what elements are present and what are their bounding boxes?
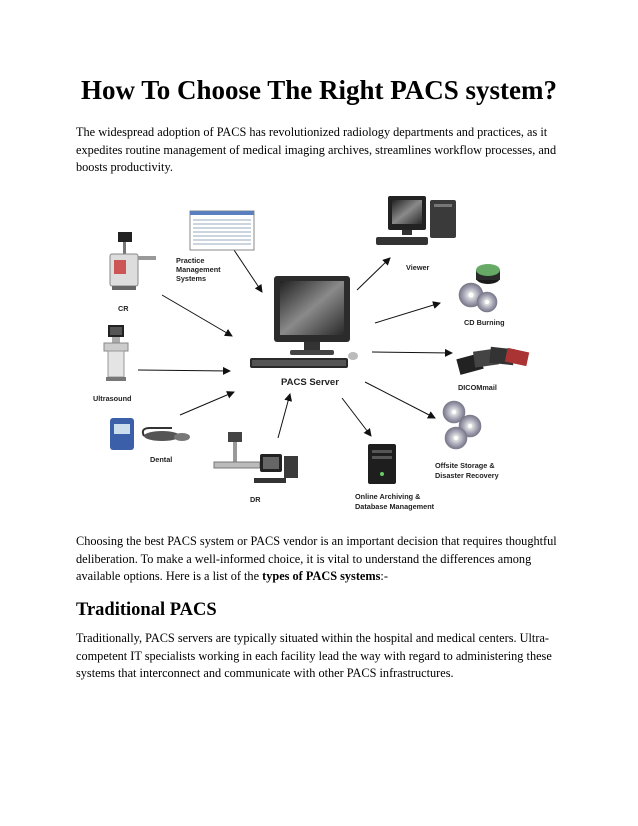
arrow-archiving [341,397,372,437]
dental-equipment-icon [110,418,190,450]
choosing-suffix: :- [380,569,388,583]
arrow-dicommail [371,348,453,357]
arrow-practice [233,249,263,293]
viewer-label: Viewer [406,263,430,272]
dr-system-icon [213,432,298,483]
server-label: PACS Server [281,377,339,388]
online-archiving-icon [368,444,396,484]
cr-machine-icon [109,232,156,290]
offsite-label-1: Offsite Storage & [435,461,495,470]
practice-management-icon [189,210,255,251]
dr-label: DR [250,495,261,504]
choosing-paragraph: Choosing the best PACS system or PACS ve… [76,533,566,586]
arrow-cr [161,294,233,337]
arrow-cd [374,301,441,324]
practice-label-1: Practice [176,256,204,265]
viewer-workstation-icon [376,196,456,245]
choosing-text: Choosing the best PACS system or PACS ve… [76,534,557,583]
arrow-dental [179,391,235,416]
pacs-diagram: PACS Server Practice Management Systems … [90,190,550,520]
offsite-label-2: Disaster Recovery [435,471,500,480]
diagram-arrows [137,249,453,439]
offsite-storage-icon [442,400,482,450]
cd-burning-label: CD Burning [464,318,505,327]
intro-paragraph: The widespread adoption of PACS has revo… [76,125,557,174]
arrow-offsite [364,381,436,419]
archiving-label-1: Online Archiving & [355,492,421,501]
traditional-paragraph: Traditionally, PACS servers are typicall… [76,631,552,680]
arrow-ultrasound [137,366,231,375]
practice-label-3: Systems [176,274,206,283]
archiving-label-2: Database Management [355,502,435,511]
types-of-pacs-emphasis: types of PACS systems [262,569,381,583]
dicommail-icon [456,346,530,375]
arrow-viewer [356,257,391,291]
cd-burning-icon [458,264,500,313]
ultrasound-machine-icon [103,325,129,381]
pacs-diagram-svg: PACS Server Practice Management Systems … [93,196,530,511]
section-heading-traditional: Traditional PACS [76,600,217,620]
practice-label-2: Management [176,265,221,274]
arrow-dr [277,393,293,439]
ultrasound-label: Ultrasound [93,394,132,403]
cr-label: CR [118,304,129,313]
dental-label: Dental [150,455,172,464]
page-title: How To Choose The Right PACS system? [80,75,558,105]
pacs-server-icon [250,276,358,368]
dicommail-label: DICOMmail [458,383,497,392]
